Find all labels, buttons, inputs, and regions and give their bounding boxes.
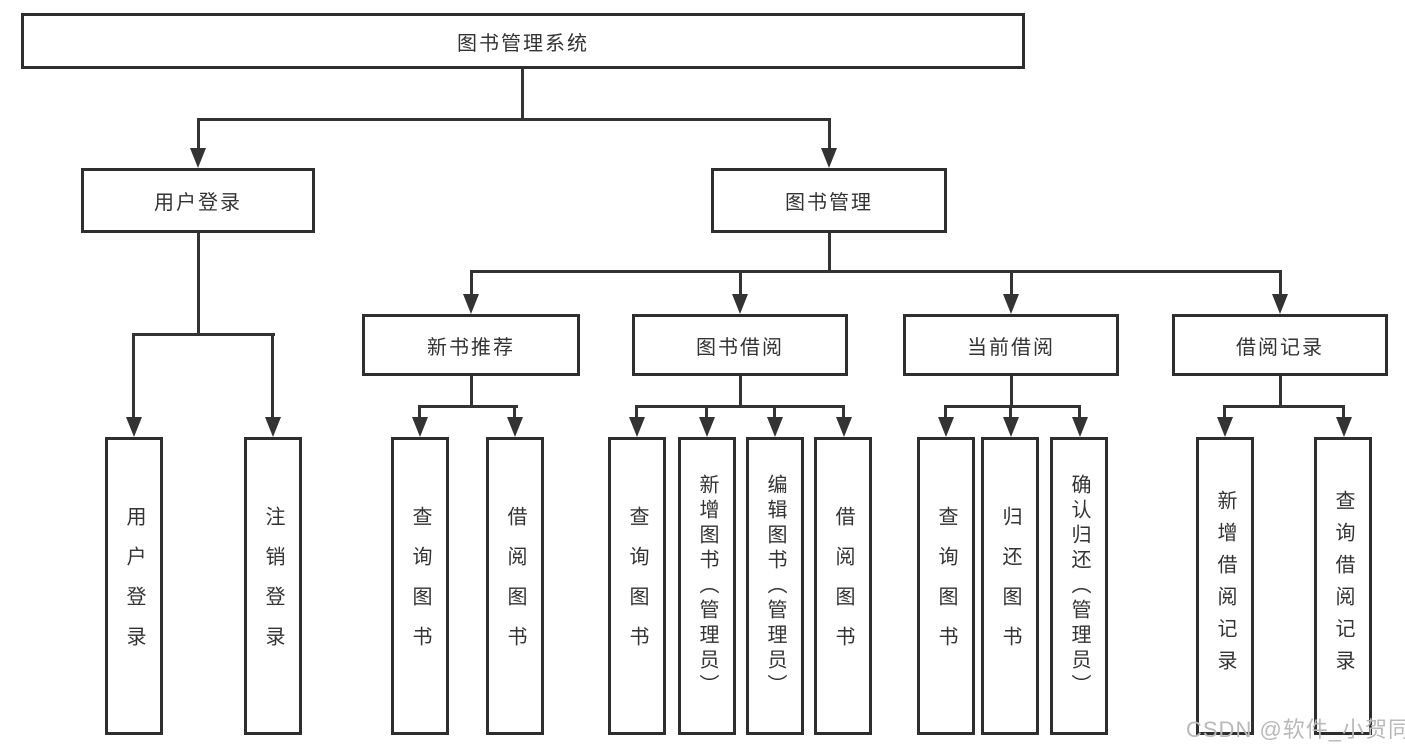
- arrow-down-icon: [938, 417, 954, 437]
- connector-line: [739, 376, 742, 408]
- node-records-label: 借阅记录: [1236, 336, 1324, 359]
- node-root: 图书管理系统: [21, 13, 1025, 69]
- connector-line: [635, 405, 845, 408]
- connector-line: [1010, 376, 1013, 408]
- connector-line: [470, 376, 473, 408]
- connector-line: [635, 405, 638, 421]
- connector-line: [944, 405, 1081, 408]
- node-new-books: 新书推荐: [362, 314, 580, 376]
- leaf-borrow-add-admin: 新增图书（管理员）: [678, 437, 736, 735]
- leaf-borrow-add-admin-label: 新增图书（管理员）: [696, 473, 718, 699]
- connector-line: [1078, 405, 1081, 421]
- leaf-borrow-edit-admin: 编辑图书（管理员）: [746, 437, 804, 735]
- connector-line: [828, 118, 831, 154]
- leaf-current-return-label: 归还图书: [999, 506, 1021, 666]
- arrow-down-icon: [1003, 294, 1019, 314]
- node-user-login-label: 用户登录: [154, 192, 242, 214]
- leaf-current-return: 归还图书: [981, 437, 1039, 735]
- arrow-down-icon: [412, 417, 428, 437]
- connector-line: [197, 233, 200, 335]
- leaf-newbooks-borrow-label: 借阅图书: [504, 506, 526, 666]
- arrow-down-icon: [836, 417, 852, 437]
- connector-line: [944, 405, 947, 421]
- csdn-watermark: CSDN @软件_小贺同学: [1186, 717, 1405, 742]
- leaf-records-add: 新增借阅记录: [1196, 437, 1254, 735]
- leaf-newbooks-query-label: 查询图书: [409, 506, 431, 666]
- arrow-down-icon: [767, 417, 783, 437]
- node-root-label: 图书管理系统: [457, 32, 589, 55]
- leaf-logout-label: 注销登录: [262, 506, 284, 666]
- connector-line: [1010, 270, 1013, 298]
- arrow-down-icon: [821, 148, 837, 168]
- leaf-newbooks-query: 查询图书: [391, 437, 449, 735]
- connector-line: [828, 233, 831, 273]
- leaf-current-query: 查询图书: [917, 437, 975, 735]
- leaf-logout: 注销登录: [244, 437, 302, 735]
- node-new-books-label: 新书推荐: [427, 336, 515, 359]
- connector-line: [132, 333, 275, 336]
- arrow-down-icon: [699, 417, 715, 437]
- leaf-newbooks-borrow: 借阅图书: [486, 437, 544, 735]
- connector-line: [773, 405, 776, 421]
- connector-line: [132, 333, 135, 421]
- node-borrow-label: 图书借阅: [696, 336, 784, 359]
- leaf-borrow-book-label: 借阅图书: [832, 506, 854, 666]
- connector-line: [418, 405, 421, 421]
- connector-line: [470, 270, 473, 298]
- arrow-down-icon: [1272, 294, 1288, 314]
- connector-line: [271, 333, 274, 421]
- connector-line: [1009, 405, 1012, 421]
- node-records: 借阅记录: [1172, 314, 1388, 376]
- node-current: 当前借阅: [903, 314, 1119, 376]
- node-current-label: 当前借阅: [967, 336, 1055, 359]
- leaf-records-query-label: 查询借阅记录: [1332, 490, 1354, 682]
- connector-line: [418, 405, 518, 408]
- connector-line: [1223, 405, 1226, 421]
- connector-line: [1223, 405, 1345, 408]
- leaf-borrow-query-label: 查询图书: [626, 506, 648, 666]
- connector-line: [1342, 405, 1345, 421]
- node-user-login: 用户登录: [81, 168, 315, 233]
- connector-line: [521, 69, 524, 119]
- node-borrow: 图书借阅: [632, 314, 848, 376]
- arrow-down-icon: [629, 417, 645, 437]
- leaf-current-query-label: 查询图书: [935, 506, 957, 666]
- node-book-mgmt: 图书管理: [711, 168, 947, 233]
- arrow-down-icon: [1336, 417, 1352, 437]
- arrow-down-icon: [190, 148, 206, 168]
- connector-line: [197, 118, 831, 121]
- connector-line: [739, 270, 742, 298]
- leaf-user-login: 用户登录: [105, 437, 163, 735]
- leaf-borrow-book: 借阅图书: [814, 437, 872, 735]
- leaf-records-query: 查询借阅记录: [1314, 437, 1372, 735]
- leaf-borrow-edit-admin-label: 编辑图书（管理员）: [764, 473, 786, 699]
- connector-line: [705, 405, 708, 421]
- arrow-down-icon: [732, 294, 748, 314]
- connector-line: [1279, 270, 1282, 298]
- arrow-down-icon: [1072, 417, 1088, 437]
- leaf-user-login-label: 用户登录: [123, 506, 145, 666]
- leaf-current-confirm-admin-label: 确认归还（管理员）: [1068, 473, 1090, 699]
- arrow-down-icon: [1003, 417, 1019, 437]
- leaf-current-confirm-admin: 确认归还（管理员）: [1050, 437, 1108, 735]
- connector-line: [470, 270, 1282, 273]
- connector-line: [842, 405, 845, 421]
- leaf-borrow-query: 查询图书: [608, 437, 666, 735]
- arrow-down-icon: [463, 294, 479, 314]
- arrow-down-icon: [1217, 417, 1233, 437]
- arrow-down-icon: [126, 417, 142, 437]
- connector-line: [197, 118, 200, 154]
- connector-line: [513, 405, 516, 421]
- node-book-mgmt-label: 图书管理: [785, 192, 873, 214]
- leaf-records-add-label: 新增借阅记录: [1214, 490, 1236, 682]
- connector-line: [1279, 376, 1282, 408]
- arrow-down-icon: [265, 417, 281, 437]
- arrow-down-icon: [507, 417, 523, 437]
